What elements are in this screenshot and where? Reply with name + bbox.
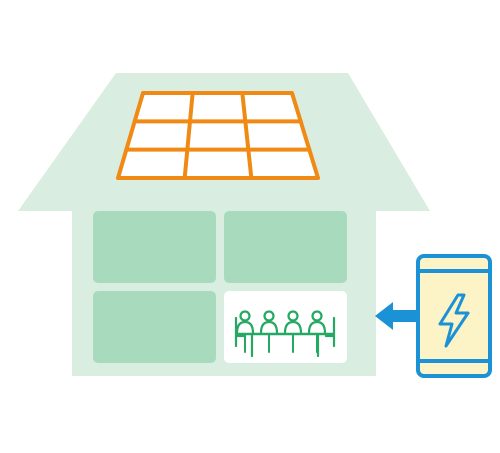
solar-panel-column-line: [182, 91, 195, 180]
person-icon: [259, 310, 279, 335]
room-top-left: [93, 211, 216, 283]
person-icon: [307, 310, 327, 335]
arrow-shape: [375, 302, 416, 330]
solar-panel-column-line: [240, 91, 254, 180]
battery-lightning-icon: [416, 254, 492, 378]
chair-left: [234, 316, 246, 348]
person-body: [307, 320, 327, 335]
room-top-right: [224, 211, 347, 283]
person-icon: [235, 310, 255, 335]
solar-panel-icon: [116, 91, 320, 180]
person-head: [263, 310, 275, 322]
arrow-left-icon: [375, 302, 416, 330]
chair-right: [324, 316, 336, 348]
person-body: [259, 320, 279, 335]
person-head: [239, 310, 251, 322]
room-bottom-left: [93, 291, 216, 363]
person-body: [235, 320, 255, 335]
person-head: [287, 310, 299, 322]
meeting-people-icon: [234, 310, 336, 358]
solar-panel-frame: [116, 91, 320, 180]
person-head: [311, 310, 323, 322]
person-body: [283, 320, 303, 335]
person-icon: [283, 310, 303, 335]
battery-frame: [416, 254, 492, 378]
lightning-bolt-icon: [438, 293, 470, 348]
